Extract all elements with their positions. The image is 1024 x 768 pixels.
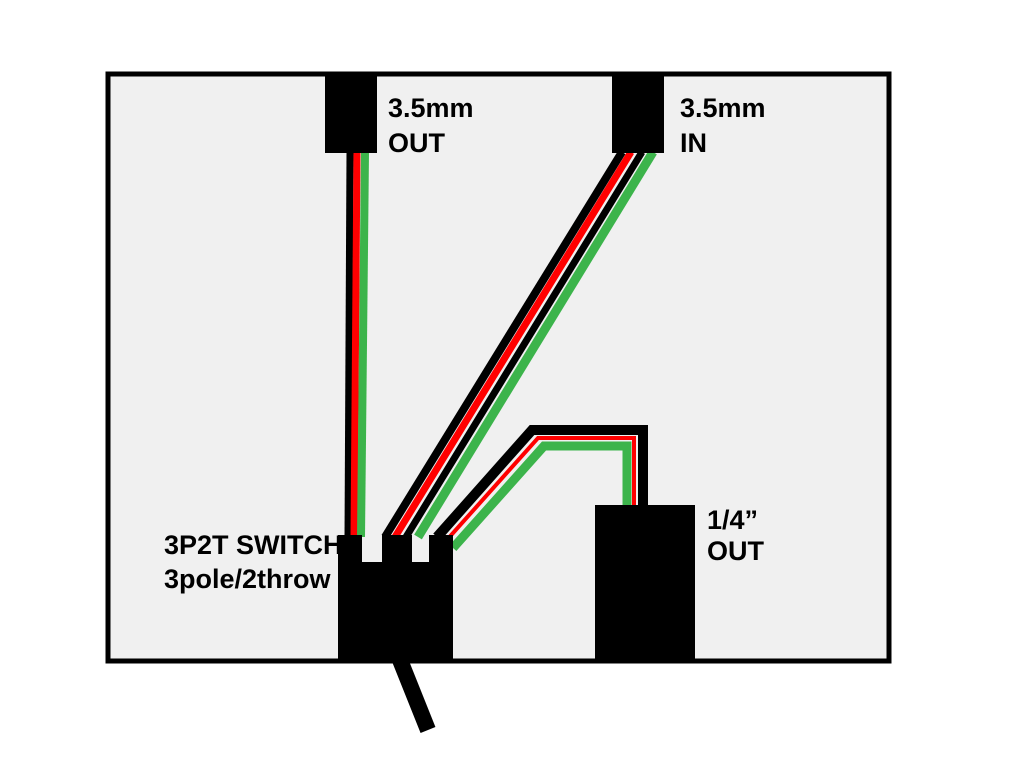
jack-in-label-line2: IN xyxy=(680,128,707,158)
switch-terminal-2 xyxy=(382,535,412,565)
switch-lever xyxy=(392,657,436,733)
jack-3.5mm-in xyxy=(612,75,664,153)
quarter-out-label-line2: OUT xyxy=(707,536,765,566)
switch-label-line2: 3pole/2throw xyxy=(164,564,332,594)
switch-terminal-3 xyxy=(429,535,453,565)
wire-switch-to-quarter-out xyxy=(433,425,648,551)
jack-quarter-inch-out xyxy=(595,505,695,662)
jack-3.5mm-out xyxy=(325,75,377,153)
jack-out-label-line2: OUT xyxy=(388,128,446,158)
switch-label-line1: 3P2T SWITCH xyxy=(164,530,343,560)
wire-3.5mm-out-to-switch xyxy=(344,151,369,538)
quarter-out-label-line1: 1/4” xyxy=(707,505,758,535)
switch-body xyxy=(338,562,453,662)
wire-3.5mm-in-to-switch xyxy=(381,149,657,540)
switch-terminal-1 xyxy=(338,535,362,565)
jack-in-label-line1: 3.5mm xyxy=(680,93,766,123)
jack-out-label-line1: 3.5mm xyxy=(388,93,474,123)
switch-3p2t xyxy=(338,535,453,733)
